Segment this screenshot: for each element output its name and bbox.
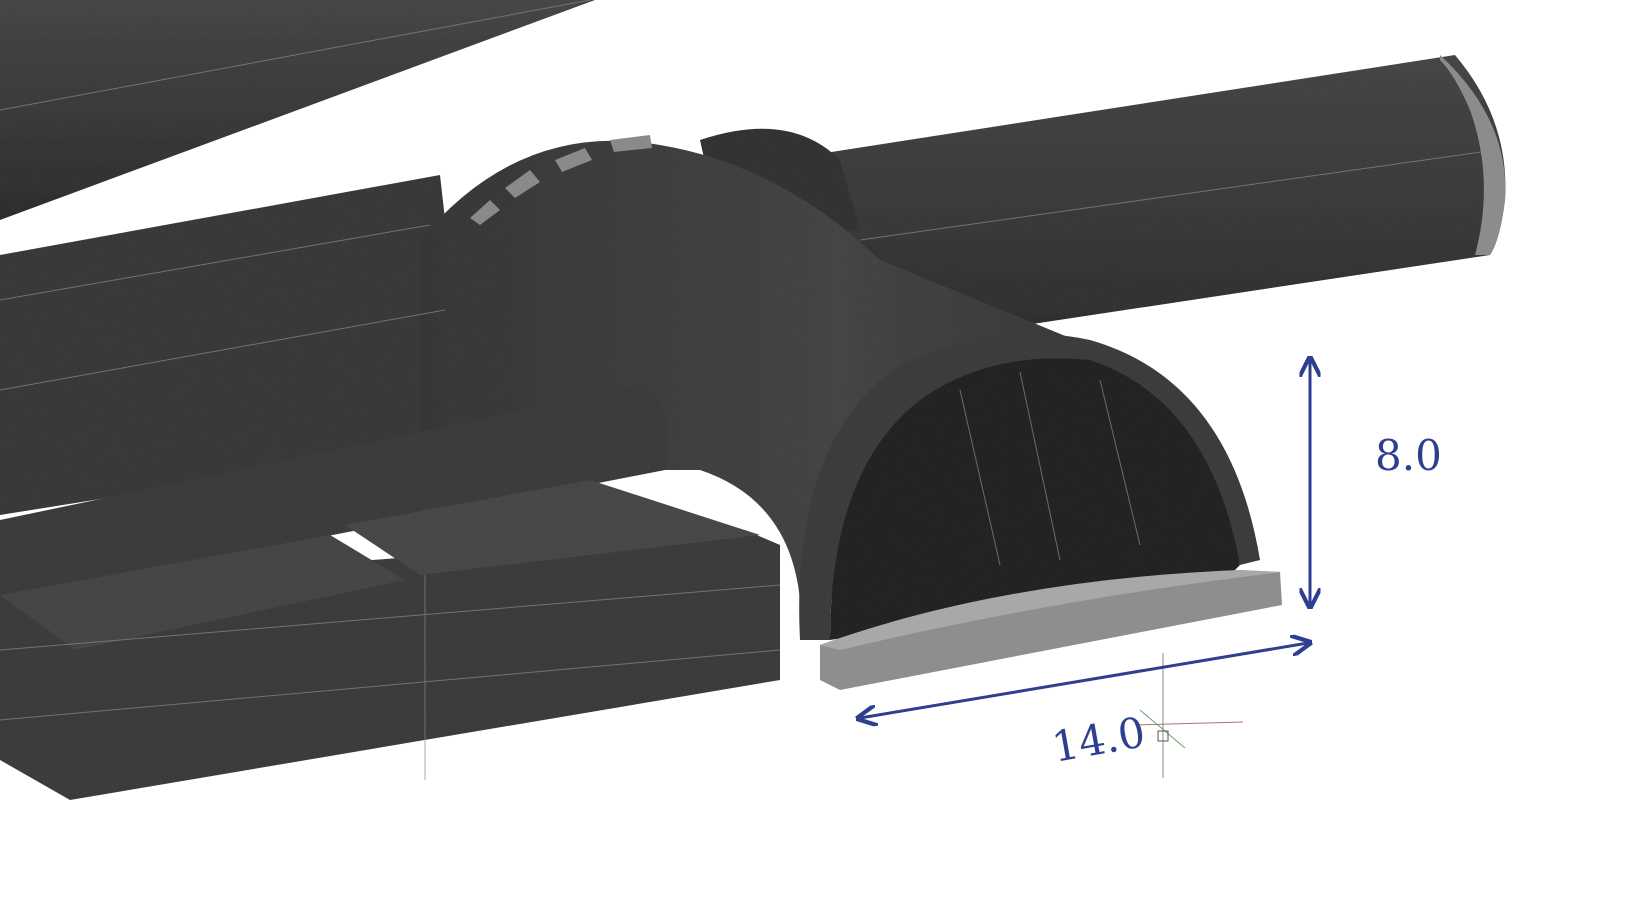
tunnel-opening — [830, 358, 1240, 640]
right-pipe — [780, 55, 1506, 350]
width-dimension-label: 14.0 — [1048, 707, 1149, 771]
upper-left-pipe — [0, 0, 595, 220]
rock-geometry — [0, 0, 1506, 800]
base-block-top-right — [345, 480, 760, 575]
dimension-annotations — [860, 360, 1310, 718]
ucs-axis-icon — [1134, 653, 1244, 778]
width-dimension-arrow — [860, 643, 1308, 718]
right-pipe-end-cap — [1440, 55, 1506, 255]
height-dimension-label: 8.0 — [1375, 431, 1442, 480]
base-block-top-left — [0, 535, 405, 650]
left-cylinder — [0, 175, 470, 515]
mesh-edges — [0, 0, 1496, 780]
front-cylinder — [0, 385, 668, 600]
arch-rim-segments — [470, 135, 652, 225]
